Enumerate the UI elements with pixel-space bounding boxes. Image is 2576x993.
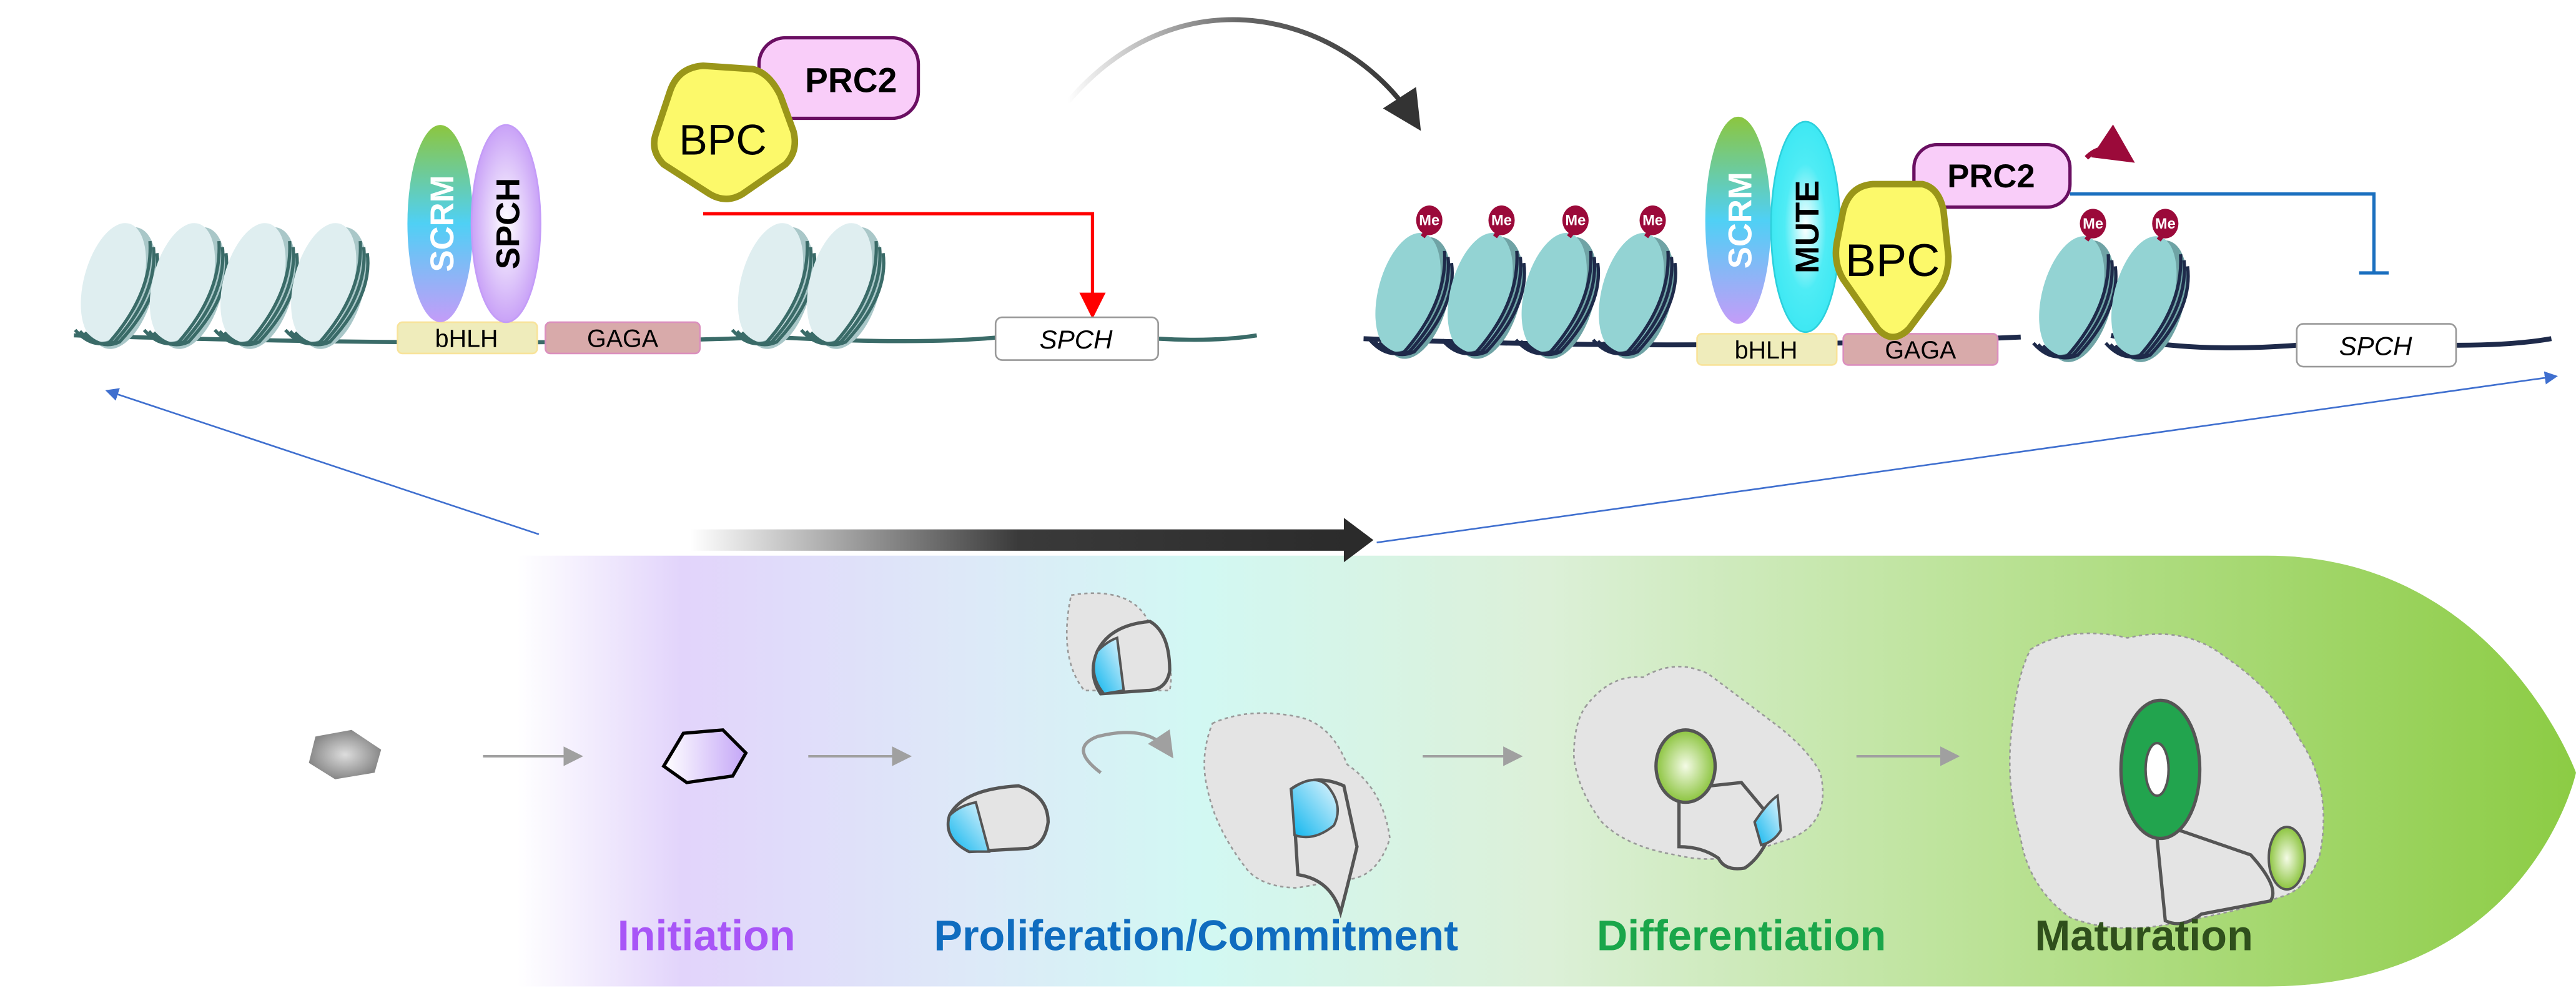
spch-gene-box xyxy=(2296,323,2457,368)
stage-label-differentiation: Differentiation xyxy=(1597,912,1887,960)
dividing-cell-bottom xyxy=(946,784,1050,854)
prc2-label: PRC2 xyxy=(805,61,897,99)
scrm-factor xyxy=(1705,116,1771,324)
methylation-mark: Me xyxy=(1639,205,1666,239)
bpc-label: BPC xyxy=(679,116,767,164)
methylation-label: Me xyxy=(1491,213,1512,229)
repression-line xyxy=(2070,192,2389,275)
methylation-label: Me xyxy=(1642,213,1663,229)
prc2-complex xyxy=(1912,143,2072,209)
stage-label-initiation: Initiation xyxy=(618,912,796,960)
bpc-factor xyxy=(1832,180,1952,340)
methylation-mark: Me xyxy=(1416,205,1443,239)
nucleosome xyxy=(1514,233,1601,359)
gaga-label: GAGA xyxy=(587,325,659,352)
nucleosome xyxy=(731,223,817,349)
committed-cell xyxy=(1203,712,1391,919)
nucleosome xyxy=(1592,233,1677,359)
mature-stomata xyxy=(2008,632,2324,929)
link-arrow-right xyxy=(1376,371,2559,544)
mute-label: MUTE xyxy=(1789,180,1826,274)
spch-factor xyxy=(470,124,541,324)
nucleosome xyxy=(2104,236,2190,362)
amplifying-division-loop-arrow xyxy=(1082,729,1173,774)
gaga-label: GAGA xyxy=(1885,337,1957,364)
protodermal-cell xyxy=(308,729,382,779)
prc2-label: PRC2 xyxy=(1947,158,2035,195)
scrm-label: SCRM xyxy=(424,175,461,272)
methylation-mark: Me xyxy=(1488,205,1515,239)
spch-gene-label: SPCH xyxy=(2339,332,2413,361)
methylation-arrow xyxy=(2085,124,2135,163)
scrm-label: SCRM xyxy=(1722,172,1759,269)
nucleosome xyxy=(74,223,159,349)
progression-arrow xyxy=(689,518,1374,563)
spch-gene-label: SPCH xyxy=(1040,325,1113,354)
nucleosome xyxy=(142,223,229,349)
bhlh-motif xyxy=(1696,333,1838,366)
methylation-mark: Me xyxy=(2152,209,2179,242)
active-locus-panel: bHLH GAGA SCRM SPCH PRC2 BPC SPCH xyxy=(74,36,1258,361)
dividing-cell-top xyxy=(1065,592,1172,696)
nucleosome xyxy=(1441,233,1526,359)
stage-label-maturation: Maturation xyxy=(2035,912,2253,960)
cell-progression xyxy=(308,592,2324,929)
nucleosome xyxy=(1368,233,1454,359)
scrm-factor xyxy=(407,125,473,322)
methylation-label: Me xyxy=(2155,216,2176,232)
guard-mother-cell xyxy=(1572,666,1824,871)
link-arrow-left xyxy=(105,388,540,535)
activation-arrow xyxy=(703,212,1106,319)
methylation-mark: Me xyxy=(1562,205,1589,239)
spch-label: SPCH xyxy=(490,178,526,269)
nucleosome xyxy=(2032,236,2118,362)
bpc-label: BPC xyxy=(1845,234,1940,286)
repressed-locus-panel: bHLH GAGA SCRM MUTE PRC2 BPC SPCH xyxy=(1363,116,2552,368)
meristemoid-mother-cell xyxy=(661,728,748,784)
bhlh-label: bHLH xyxy=(435,325,498,352)
methylation-label: Me xyxy=(2083,216,2103,232)
nucleosome xyxy=(284,223,370,349)
spch-gene-box xyxy=(994,316,1159,361)
bhlh-motif xyxy=(397,321,538,355)
nucleosome xyxy=(800,223,886,349)
gaga-motif xyxy=(545,321,701,355)
stage-label-proliferation-commitment: Proliferation/Commitment xyxy=(934,912,1458,960)
methylation-mark: Me xyxy=(2080,209,2106,242)
gaga-motif xyxy=(1842,333,1999,366)
bpc-factor xyxy=(651,62,799,202)
methylation-marks: Me Me Me Me Me Me xyxy=(1416,205,2179,242)
transition-curved-arrow xyxy=(1065,17,1421,131)
methylation-label: Me xyxy=(1565,213,1586,229)
bhlh-label: bHLH xyxy=(1735,337,1798,364)
methylation-label: Me xyxy=(1419,213,1439,229)
